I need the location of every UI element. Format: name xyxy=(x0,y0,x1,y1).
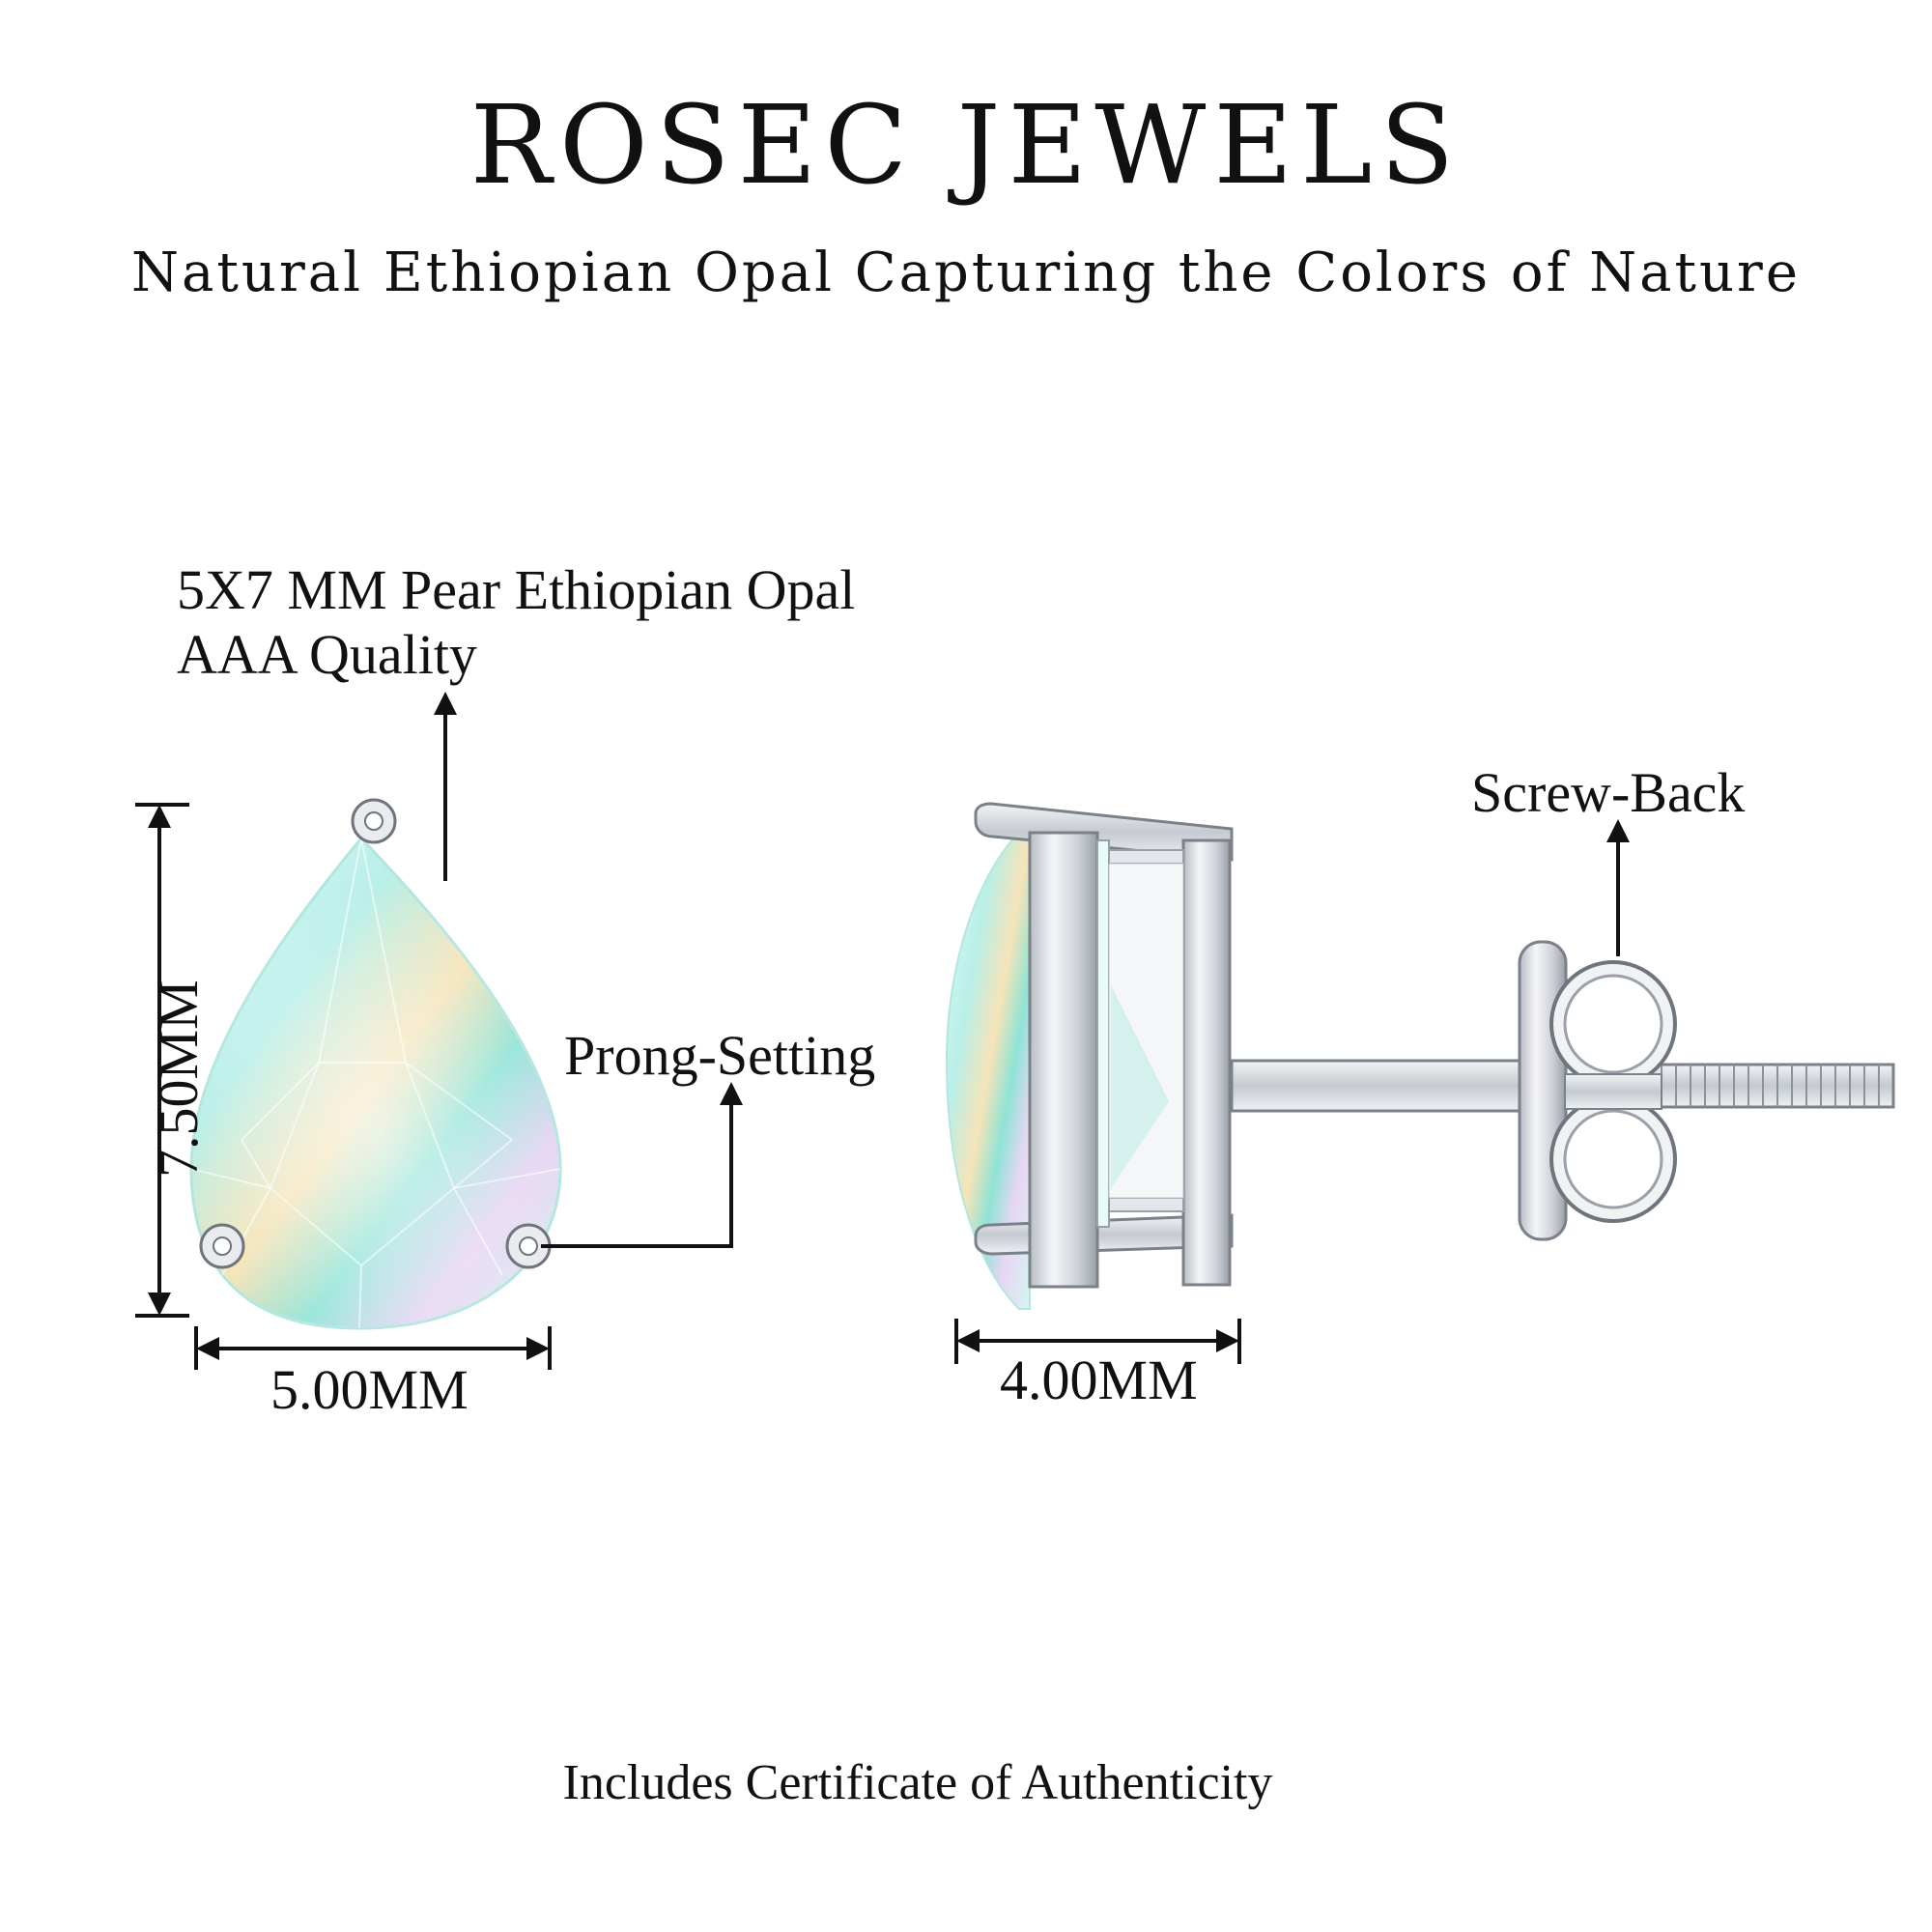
prong-top xyxy=(351,798,397,844)
side-view xyxy=(945,802,1895,1364)
height-dimension-line xyxy=(135,803,189,1318)
side-prong-back xyxy=(1181,838,1232,1287)
earring-post xyxy=(1230,1059,1528,1113)
opal-side-profile xyxy=(945,832,1031,1310)
prong-pointer-arrow xyxy=(541,1082,743,1248)
side-prong-middle xyxy=(1096,839,1110,1228)
prong-left xyxy=(199,1223,245,1269)
tagline: Natural Ethiopian Opal Capturing the Col… xyxy=(131,242,1801,304)
prong-right xyxy=(505,1223,552,1269)
height-dimension-label: 7.50MM xyxy=(147,980,210,1178)
depth-dimension-label: 4.00MM xyxy=(1000,1349,1198,1411)
top-rail xyxy=(974,802,1234,862)
brand-title: ROSEC JEWELS xyxy=(469,83,1463,209)
screw-back-nut xyxy=(1518,940,1677,1241)
stone-label-line2: AAA Quality xyxy=(177,622,477,686)
certificate-note: Includes Certificate of Authenticity xyxy=(562,1755,1273,1810)
front-view xyxy=(135,692,743,1370)
prong-setting-label: Prong-Setting xyxy=(564,1024,876,1087)
screw-back-label: Screw-Back xyxy=(1471,761,1746,824)
width-dimension-label: 5.00MM xyxy=(270,1358,469,1421)
depth-dimension-line xyxy=(954,1319,1241,1364)
stone-label-line1: 5X7 MM Pear Ethiopian Opal xyxy=(177,558,856,621)
width-dimension-line xyxy=(194,1326,552,1370)
stone-label: 5X7 MM Pear Ethiopian Opal AAA Quality xyxy=(177,558,855,687)
side-prong-front xyxy=(1028,831,1099,1289)
